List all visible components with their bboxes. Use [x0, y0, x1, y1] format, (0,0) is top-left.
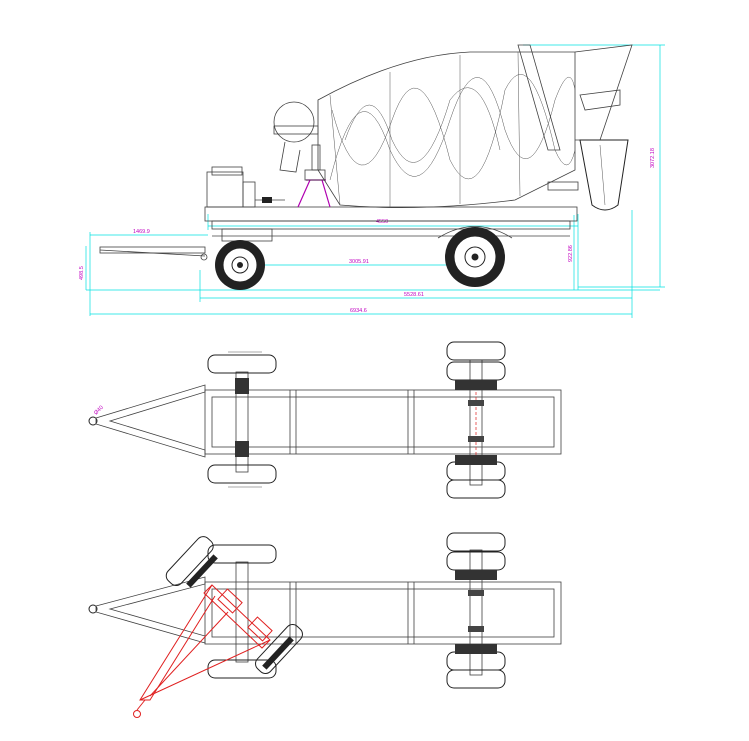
dim-overall-length: 6934.6: [350, 308, 367, 314]
side-rear-wheel: [437, 226, 513, 287]
side-water-tank: [273, 101, 319, 173]
side-view: 3072.18 4550 1469.9 3005.91 498.5 922.86…: [79, 44, 665, 318]
side-drum-support: [297, 169, 331, 208]
dim-overall-height: 3072.18: [650, 148, 656, 168]
top-front-axle: [207, 351, 277, 488]
hitch-dim: Ø40: [93, 405, 105, 417]
turn-drawbar-straight: [88, 576, 206, 644]
turn-rear-axle: [446, 532, 506, 689]
turning-view: [88, 532, 562, 718]
side-drawbar: [99, 246, 208, 261]
dim-deck-height: 922.86: [568, 245, 574, 262]
turn-frame: [204, 581, 562, 645]
side-mixer-drum: [311, 51, 576, 208]
dim-drawbar-height: 498.5: [79, 266, 85, 280]
side-engine: [206, 166, 285, 208]
turn-front-axle-turned: [133, 536, 303, 718]
dim-chassis-length: 5528.61: [404, 292, 424, 298]
side-chassis: [204, 206, 578, 242]
side-chute: [517, 44, 633, 211]
top-view: Ø40: [88, 341, 562, 499]
side-front-wheel: [215, 240, 265, 290]
top-frame: [204, 389, 562, 455]
top-rear-axle: [446, 341, 506, 499]
turn-front-axle-straight: [207, 544, 277, 679]
top-drawbar: Ø40: [88, 384, 206, 458]
dim-deck-length: 4550: [376, 219, 388, 225]
side-dimension-lines: [85, 44, 665, 318]
dim-drawbar-length: 1469.9: [133, 229, 150, 235]
dim-wheelbase: 3005.91: [349, 259, 369, 265]
